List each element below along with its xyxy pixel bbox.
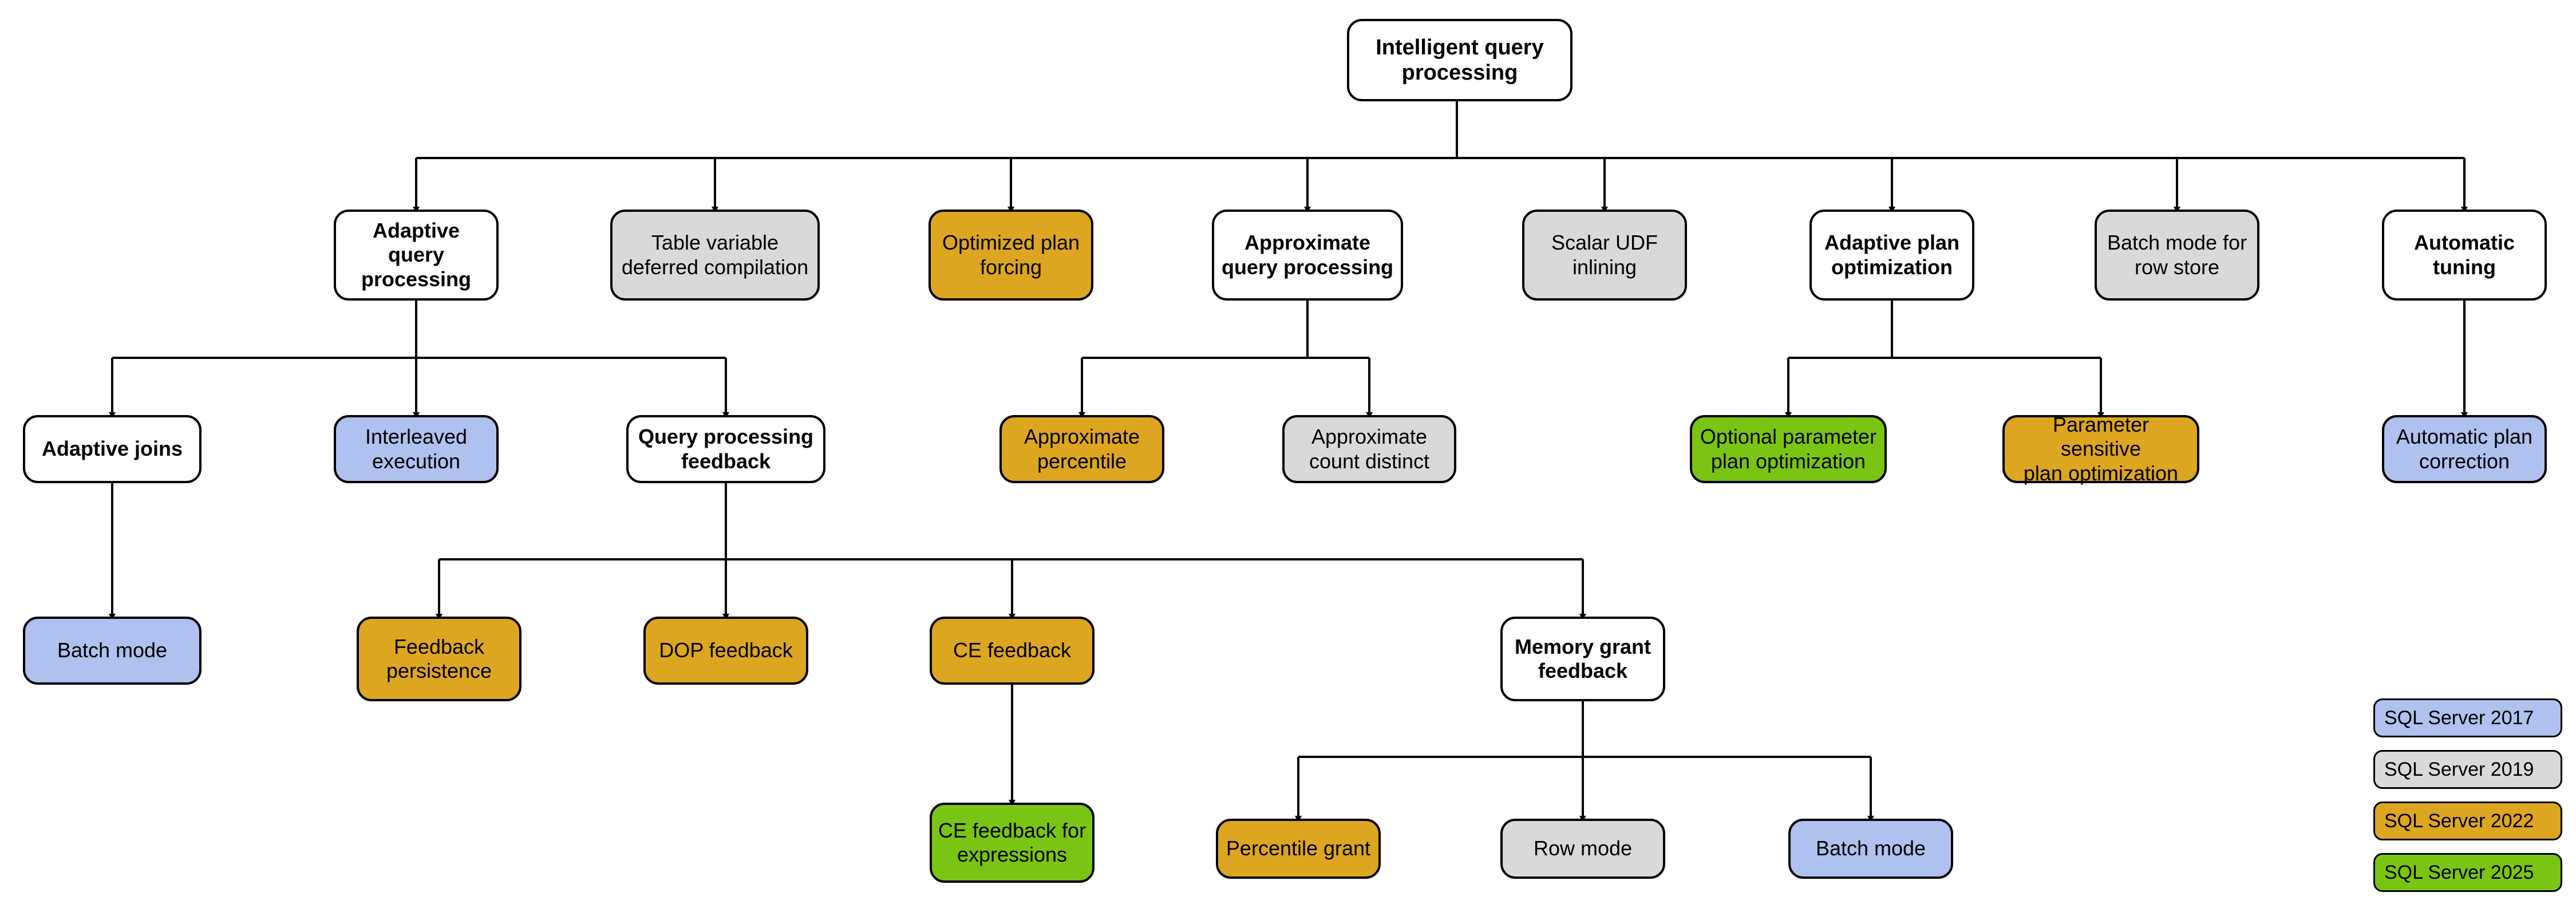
node-feedback-persistence[interactable]: Feedback persistence — [357, 617, 521, 701]
node-parameter-sensitive-plan-optimization[interactable]: Parameter sensitive plan optimization — [2002, 413, 2199, 485]
node-label: Parameter sensitive plan optimization — [2023, 413, 2179, 485]
node-intelligent-query-processing[interactable]: Intelligent query processing — [1347, 19, 1573, 101]
node-label: CE feedback — [953, 638, 1072, 662]
node-scalar-udf-inlining[interactable]: Scalar UDF inlining — [1522, 210, 1687, 301]
node-percentile-grant[interactable]: Percentile grant — [1216, 819, 1381, 879]
legend-label: SQL Server 2025 — [2384, 861, 2534, 883]
node-label: Table variable deferred compilation — [621, 231, 809, 279]
legend-label: SQL Server 2019 — [2384, 758, 2534, 780]
node-automatic-tuning[interactable]: Automatic tuning — [2382, 210, 2547, 301]
node-label: DOP feedback — [659, 638, 793, 662]
node-dop-feedback[interactable]: DOP feedback — [643, 617, 808, 685]
node-label: Percentile grant — [1226, 836, 1371, 860]
node-memory-grant-feedback[interactable]: Memory grant feedback — [1500, 617, 1665, 701]
node-approximate-query-processing[interactable]: Approximate query processing — [1212, 210, 1403, 301]
node-batch-mode-for-row-store[interactable]: Batch mode for row store — [2095, 210, 2259, 301]
node-interleaved-execution[interactable]: Interleaved execution — [334, 415, 499, 483]
node-label: Memory grant feedback — [1514, 634, 1652, 682]
node-adaptive-query-processing[interactable]: Adaptive query processing — [334, 210, 499, 301]
legend-item-sql-server-2022: SQL Server 2022 — [2373, 802, 2562, 840]
legend-label: SQL Server 2017 — [2384, 706, 2534, 729]
node-batch-mode-adaptive-joins[interactable]: Batch mode — [23, 617, 202, 685]
node-label: Batch mode for row store — [2107, 231, 2247, 279]
node-ce-feedback[interactable]: CE feedback — [930, 617, 1095, 685]
node-label: Adaptive plan optimization — [1824, 231, 1960, 279]
legend-item-sql-server-2017: SQL Server 2017 — [2373, 698, 2562, 737]
node-query-processing-feedback[interactable]: Query processing feedback — [626, 415, 825, 483]
node-label: Feedback persistence — [386, 634, 492, 682]
legend-item-sql-server-2019: SQL Server 2019 — [2373, 750, 2562, 789]
node-label: Approximate count distinct — [1309, 425, 1430, 473]
node-optional-parameter-plan-optimization[interactable]: Optional parameter plan optimization — [1690, 415, 1887, 483]
node-label: Approximate query processing — [1221, 231, 1394, 279]
node-label: Batch mode — [1815, 836, 1926, 860]
node-label: CE feedback for expressions — [938, 818, 1086, 866]
node-ce-feedback-for-expressions[interactable]: CE feedback for expressions — [930, 803, 1095, 883]
node-batch-mode-memory-grant[interactable]: Batch mode — [1788, 819, 1953, 879]
node-label: Intelligent query processing — [1376, 35, 1544, 85]
node-automatic-plan-correction[interactable]: Automatic plan correction — [2382, 415, 2547, 483]
node-optimized-plan-forcing[interactable]: Optimized plan forcing — [929, 210, 1093, 301]
node-label: Optimized plan forcing — [942, 231, 1080, 279]
node-label: Batch mode — [57, 638, 168, 662]
node-label: Query processing feedback — [638, 425, 814, 473]
node-label: Row mode — [1533, 836, 1633, 860]
node-label: Adaptive joins — [41, 437, 183, 461]
node-approximate-percentile[interactable]: Approximate percentile — [999, 415, 1164, 483]
node-label: Optional parameter plan optimization — [1700, 425, 1877, 473]
legend: SQL Server 2017 SQL Server 2019 SQL Serv… — [2373, 698, 2562, 892]
node-row-mode[interactable]: Row mode — [1500, 819, 1665, 879]
node-adaptive-joins[interactable]: Adaptive joins — [23, 415, 202, 483]
node-label: Approximate percentile — [1024, 425, 1140, 473]
node-adaptive-plan-optimization[interactable]: Adaptive plan optimization — [1809, 210, 1974, 301]
node-label: Scalar UDF inlining — [1551, 231, 1658, 279]
node-label: Adaptive query processing — [361, 219, 472, 291]
node-label: Automatic tuning — [2413, 231, 2515, 279]
node-label: Interleaved execution — [365, 425, 468, 473]
node-label: Automatic plan correction — [2396, 425, 2533, 473]
legend-item-sql-server-2025: SQL Server 2025 — [2373, 853, 2562, 892]
legend-label: SQL Server 2022 — [2384, 810, 2534, 832]
node-table-variable-deferred-compilation[interactable]: Table variable deferred compilation — [610, 210, 820, 301]
node-approximate-count-distinct[interactable]: Approximate count distinct — [1282, 415, 1456, 483]
